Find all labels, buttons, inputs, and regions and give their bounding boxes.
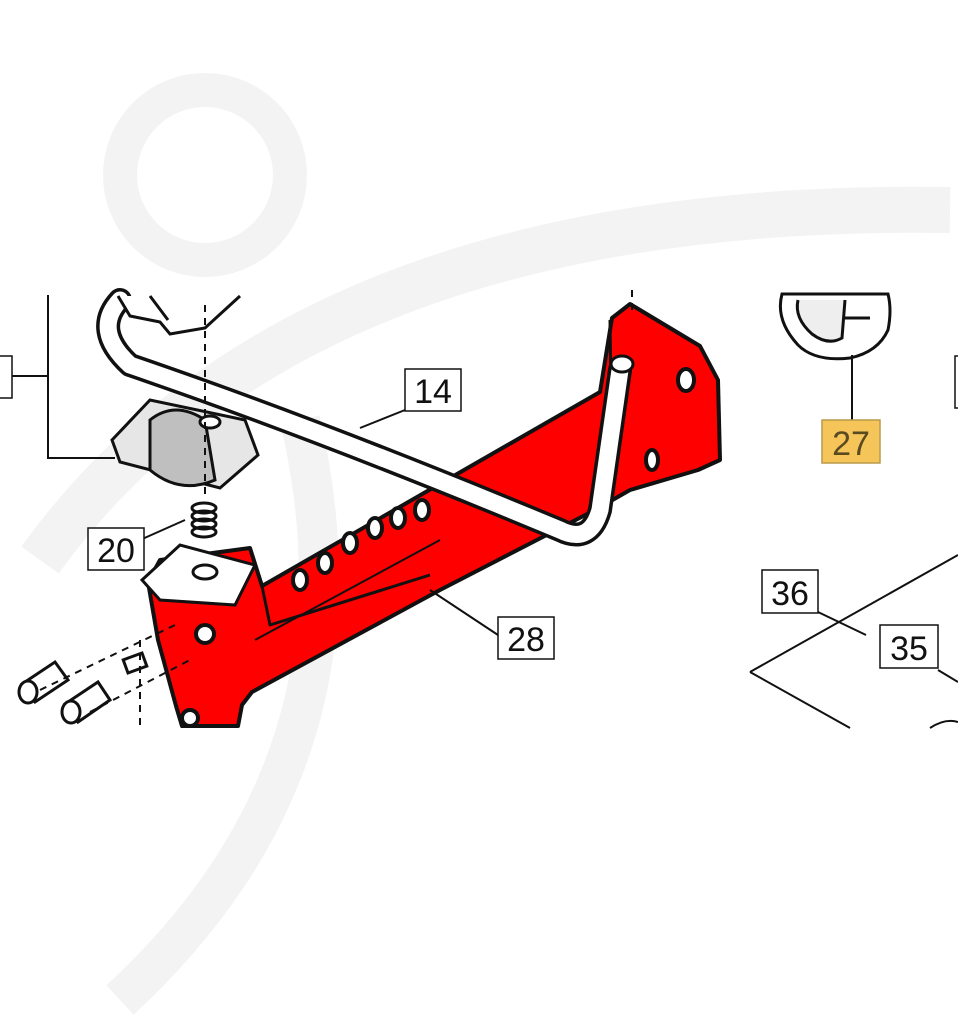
callout-14: 14 bbox=[404, 368, 462, 412]
callout-35: 35 bbox=[879, 624, 939, 669]
callout-14-label: 14 bbox=[414, 373, 452, 411]
assembly-dashed-lines bbox=[39, 290, 633, 730]
callout-20-label: 20 bbox=[97, 532, 135, 570]
right-edge-box bbox=[954, 355, 958, 409]
callout-partial-label: 3 bbox=[0, 360, 1, 398]
callout-27-label: 27 bbox=[832, 425, 870, 463]
callout-36-label: 36 bbox=[771, 575, 809, 613]
callout-20: 20 bbox=[87, 527, 145, 571]
spring-20 bbox=[190, 501, 218, 539]
callout-35-label: 35 bbox=[890, 630, 928, 668]
right-assembly-lines bbox=[749, 554, 958, 729]
callout-partial: 3 bbox=[0, 355, 13, 399]
leader-lines bbox=[139, 355, 867, 636]
bushings bbox=[17, 651, 149, 725]
clamp-block bbox=[110, 398, 260, 490]
clamp-upper bbox=[116, 294, 242, 336]
callout-28: 28 bbox=[497, 616, 555, 660]
spring-seat bbox=[139, 543, 258, 607]
callout-27: 27 bbox=[821, 419, 881, 464]
part-27-grip bbox=[778, 292, 892, 361]
callout-28-label: 28 bbox=[507, 621, 545, 659]
callout-36: 36 bbox=[761, 569, 819, 614]
handle-bar-14 bbox=[96, 288, 635, 547]
frame-part-28 bbox=[146, 302, 722, 728]
